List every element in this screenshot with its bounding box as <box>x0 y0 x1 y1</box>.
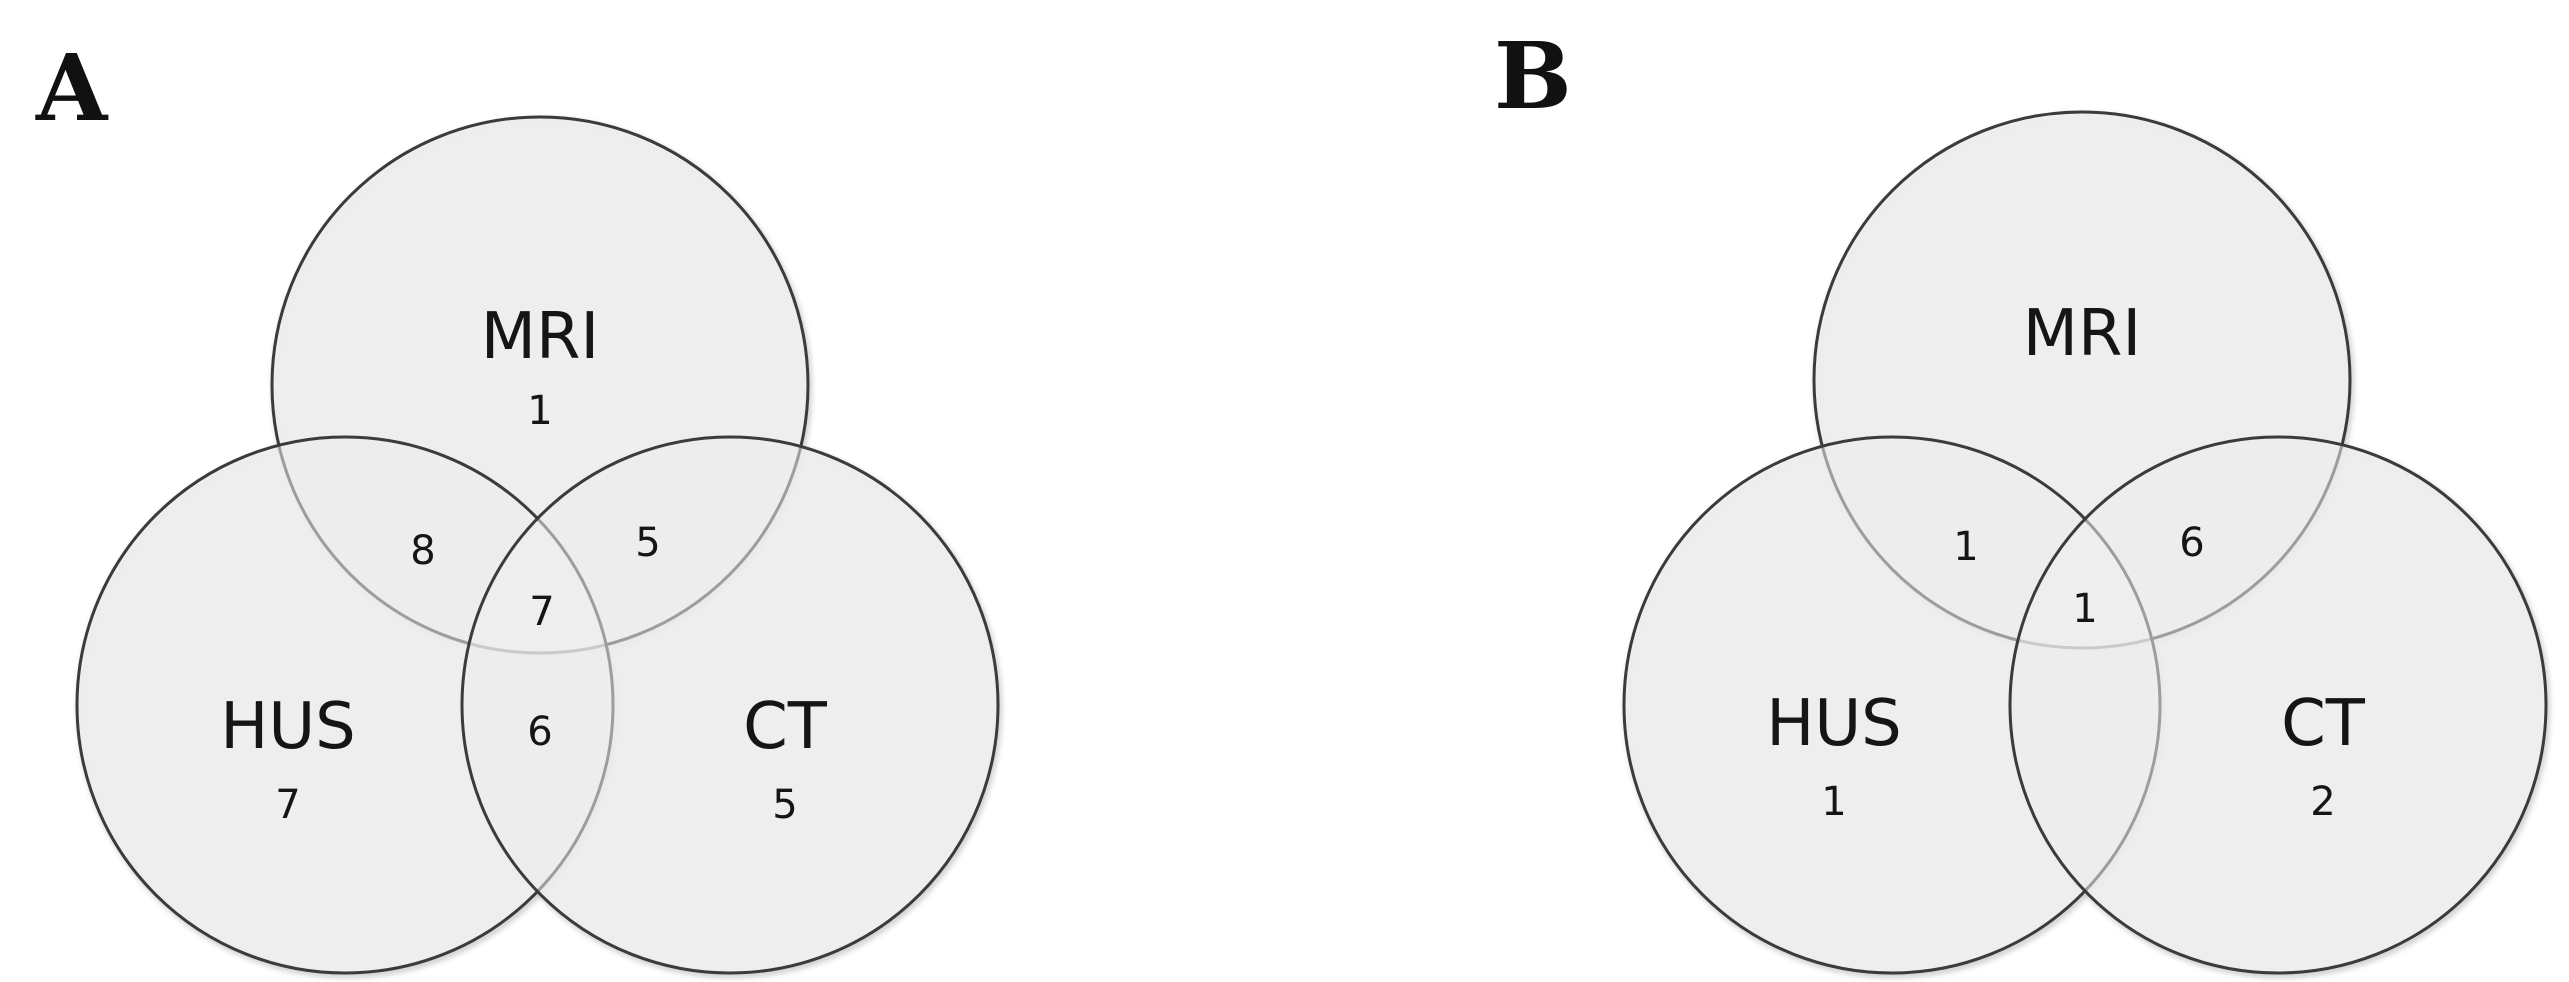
count-hus-ct-a: 6 <box>527 709 552 755</box>
panel-label-b: B <box>1494 22 1572 130</box>
count-mri-hus-b: 1 <box>1953 524 1978 570</box>
panel-a: A MRI HUS CT 1 7 5 8 5 6 7 <box>35 34 1000 975</box>
count-hus-only-b: 1 <box>1821 779 1846 825</box>
set-label-mri-a: MRI <box>481 300 600 374</box>
count-mri-ct-a: 5 <box>635 520 660 566</box>
count-ct-only-a: 5 <box>772 782 797 828</box>
count-all-b: 1 <box>2072 586 2097 632</box>
count-mri-ct-b: 6 <box>2179 520 2204 566</box>
panel-label-a: A <box>35 34 109 142</box>
set-label-hus-a: HUS <box>220 690 356 764</box>
set-label-mri-b: MRI <box>2023 297 2142 371</box>
set-label-ct-a: CT <box>743 690 828 764</box>
count-ct-only-b: 2 <box>2310 779 2335 825</box>
set-label-hus-b: HUS <box>1766 687 1902 761</box>
count-all-a: 7 <box>529 589 554 635</box>
set-label-ct-b: CT <box>2281 687 2366 761</box>
circle-ct-b <box>2008 435 2548 975</box>
count-mri-hus-a: 8 <box>410 528 435 574</box>
count-mri-only-a: 1 <box>527 388 552 434</box>
circle-ct-a <box>460 435 1000 975</box>
count-hus-only-a: 7 <box>275 782 300 828</box>
panel-b: B MRI HUS CT 1 2 1 6 1 <box>1494 22 2548 975</box>
